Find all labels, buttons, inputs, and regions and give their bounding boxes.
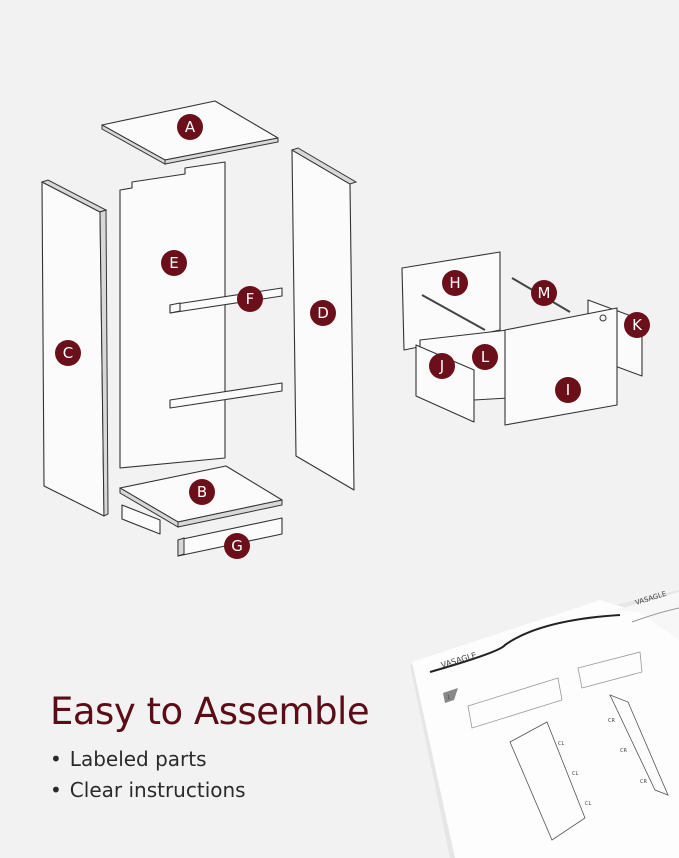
label-f: F <box>237 286 263 312</box>
label-d: D <box>310 300 336 326</box>
svg-text:J: J <box>439 357 444 375</box>
svg-text:A: A <box>185 118 196 136</box>
svg-text:CR: CR <box>608 718 615 724</box>
svg-text:F: F <box>246 290 255 308</box>
label-e: E <box>161 250 187 276</box>
svg-text:CR: CR <box>620 748 627 754</box>
heading: Easy to Assemble <box>50 690 370 733</box>
label-g: G <box>224 533 250 559</box>
rod-in-h <box>421 294 486 331</box>
svg-text:CR: CR <box>640 779 647 785</box>
svg-text:K: K <box>632 316 643 334</box>
label-l: L <box>472 344 498 370</box>
label-i: I <box>555 377 581 403</box>
label-h: H <box>442 270 468 296</box>
label-j: J <box>429 353 455 379</box>
svg-text:1: 1 <box>447 695 450 701</box>
panel-e <box>119 161 226 469</box>
instruction-booklet: VASAGLE VASAGLE 1 CL CL CL CR CR CR <box>410 590 679 858</box>
label-c: C <box>55 340 81 366</box>
svg-text:B: B <box>197 483 207 501</box>
drawer-front-i <box>504 307 618 426</box>
svg-text:CL: CL <box>558 741 564 747</box>
svg-text:CL: CL <box>585 801 591 807</box>
svg-text:G: G <box>231 537 243 555</box>
feature-list: Labeled parts Clear instructions <box>50 744 246 806</box>
svg-text:M: M <box>538 284 551 302</box>
label-m: M <box>531 280 557 306</box>
svg-text:I: I <box>566 381 570 399</box>
label-a: A <box>177 114 203 140</box>
feature-item: Labeled parts <box>50 744 246 775</box>
label-b: B <box>189 479 215 505</box>
svg-text:CL: CL <box>572 771 578 777</box>
svg-text:D: D <box>317 304 329 322</box>
svg-text:H: H <box>449 274 460 292</box>
svg-text:C: C <box>63 344 73 362</box>
svg-text:E: E <box>169 254 178 272</box>
svg-text:L: L <box>481 348 490 366</box>
feature-item: Clear instructions <box>50 775 246 806</box>
label-k: K <box>624 312 650 338</box>
